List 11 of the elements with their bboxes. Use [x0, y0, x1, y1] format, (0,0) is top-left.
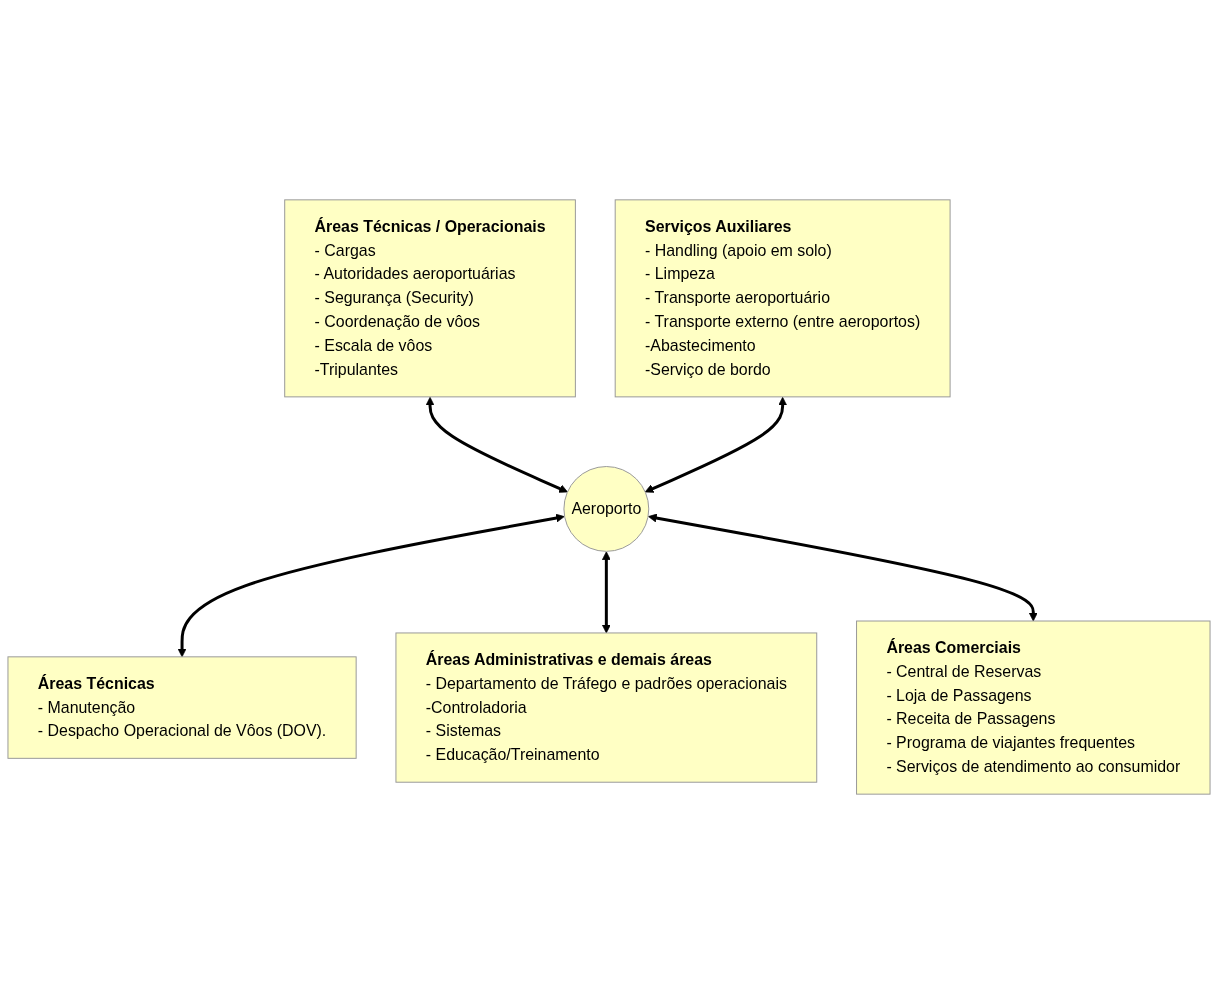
arrow	[648, 513, 1038, 622]
arrow	[425, 396, 568, 493]
arrow	[177, 513, 565, 658]
arrow	[644, 396, 787, 493]
node-box: Áreas Técnicas / Operacionais - Cargas - Autoridades aeroportuárias - Segurança (Security) - Coordenação de vôos - Escala de vôos -Tripulantes	[284, 199, 576, 398]
arrow	[601, 551, 611, 634]
node-box: Áreas Administrativas e demais áreas - Departamento de Tráfego e padrões operacionais -Controladoria - Sistemas - Educação/Treinamento	[395, 632, 818, 783]
node-box: Serviços Auxiliares - Handling (apoio em solo) - Limpeza - Transporte aeroportuário - Transporte externo (entre aeroportos) -Abastecimento -Serviço de bordo	[614, 199, 951, 398]
node-box: Áreas Comerciais - Central de Reservas - Loja de Passagens - Receita de Passagens - Programa de viajantes frequentes - Serviços de atendimento ao consumidor	[856, 620, 1211, 795]
node-box: Áreas Técnicas - Manutenção - Despacho Operacional de Vôos (DOV).	[7, 656, 357, 759]
node-circle: Aeroporto	[563, 466, 650, 552]
